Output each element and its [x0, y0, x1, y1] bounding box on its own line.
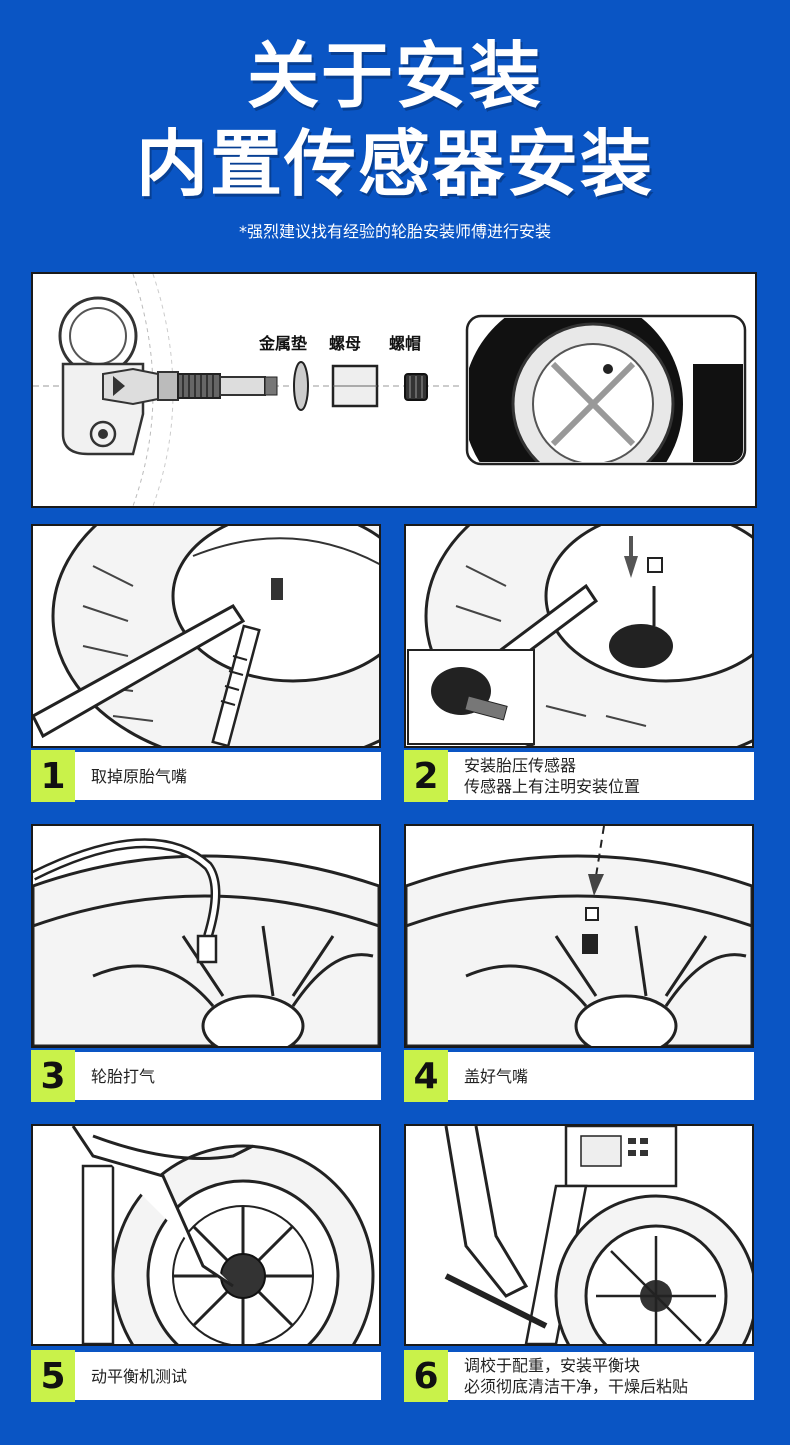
step-3-number: 3	[31, 1050, 75, 1102]
step-3-caption: 3 轮胎打气	[31, 1050, 381, 1102]
step-6-illustration	[404, 1124, 754, 1346]
step-5-text: 动平衡机测试	[91, 1366, 188, 1386]
page-title-line2: 内置传感器安装	[135, 122, 654, 206]
install-sensor-illustration	[407, 526, 752, 746]
cap-valve-illustration	[406, 826, 752, 1046]
parts-diagram-panel: 金属垫 螺母 螺帽	[31, 272, 757, 508]
step-2-text-line2: 传感器上有注明安装位置	[464, 777, 641, 796]
step-2-caption: 2 安装胎压传感器 传感器上有注明安装位置	[404, 750, 754, 802]
label-nut: 螺母	[329, 334, 362, 353]
step-4-caption: 4 盖好气嘴	[404, 1050, 754, 1102]
step-3-illustration	[31, 824, 381, 1048]
step-1-text: 取掉原胎气嘴	[91, 766, 188, 786]
step-6-number: 6	[404, 1350, 448, 1402]
step-2-illustration	[404, 524, 754, 748]
step-1-caption: 1 取掉原胎气嘴	[31, 750, 381, 802]
balance-test-illustration	[71, 1126, 375, 1344]
step-6-caption: 6 调校于配重，安装平衡块 必须彻底清洁干净，干燥后粘贴	[404, 1350, 754, 1402]
step-5-caption: 5 动平衡机测试	[31, 1350, 381, 1402]
step-4-illustration	[404, 824, 754, 1048]
step-3-text: 轮胎打气	[91, 1066, 156, 1086]
label-cap: 螺帽	[389, 334, 422, 353]
step-2-text-line1: 安装胎压传感器	[464, 756, 577, 775]
install-weight-illustration	[444, 1126, 752, 1344]
parts-diagram-illustration	[33, 274, 747, 506]
step-1-number: 1	[31, 750, 75, 802]
page-subtitle: *强烈建议找有经验的轮胎安装师傅进行安装	[238, 222, 551, 241]
step-2-number: 2	[404, 750, 448, 802]
step-5-number: 5	[31, 1350, 75, 1402]
label-washer: 金属垫	[259, 334, 308, 353]
step-1-illustration	[31, 524, 381, 748]
step-4-text: 盖好气嘴	[464, 1066, 529, 1086]
step-5-illustration	[31, 1124, 381, 1346]
page-title-line1: 关于安装	[246, 34, 543, 118]
step-6-text-line1: 调校于配重，安装平衡块	[464, 1356, 641, 1375]
remove-valve-illustration	[33, 526, 379, 746]
inflate-tire-illustration	[33, 838, 379, 1046]
step-6-text-line2: 必须彻底清洁干净，干燥后粘贴	[464, 1377, 689, 1396]
step-4-number: 4	[404, 1050, 448, 1102]
